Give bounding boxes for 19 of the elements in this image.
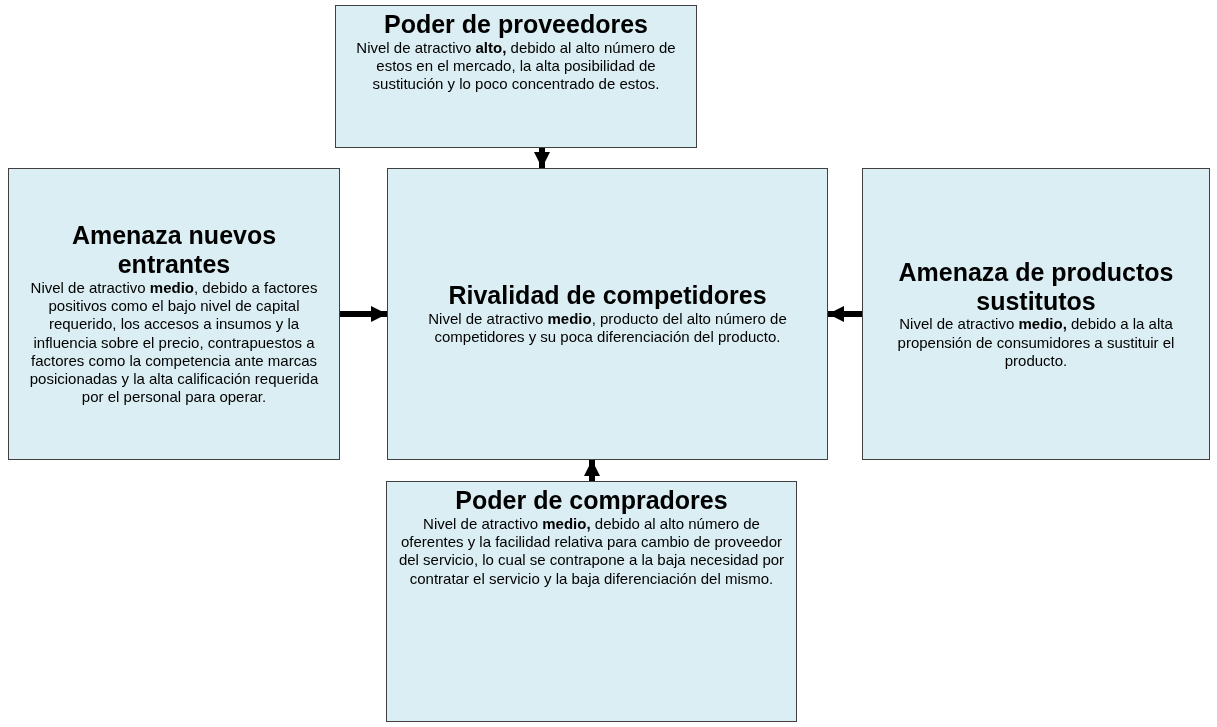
text-box bbox=[387, 168, 828, 460]
box-description: Nivel de atractivo medio, debido al alto número de oferentes y la facilidad relativa para cambio de proveedor del servicio, lo cual se contrapone a la baja necesidad por contratar el servicio y la baja diferenciación del mismo. bbox=[397, 514, 786, 588]
box-description: Nivel de atractivo medio, debido a factores positivos como el bajo nivel de capital requerido, los accesos a insumos y la influencia sobre el precio, contrapuestos a factores como la competencia ante marcas posicionadas y la alta calificación requerida por el personal para operar. bbox=[28, 278, 320, 407]
box-title: Poder de compradores bbox=[455, 486, 728, 515]
box-description: Nivel de atractivo medio, debido a la alta propensión de consumidores a sustituir el producto. bbox=[896, 315, 1176, 371]
box-description: Nivel de atractivo alto, debido al alto número de estos en el mercado, la alta posibilidad de sustitución y lo poco concentrado de estos. bbox=[355, 38, 677, 94]
arrow bbox=[584, 460, 600, 481]
box-title: Poder de proveedores bbox=[384, 10, 648, 39]
text-box bbox=[862, 168, 1210, 460]
text-box bbox=[386, 481, 797, 722]
box-description: Nivel de atractivo medio, producto del alto número de competidores y su poca diferenciación del producto. bbox=[427, 310, 788, 347]
box-title: Amenaza nuevos entrantes bbox=[70, 221, 278, 279]
text-box bbox=[8, 168, 340, 460]
arrow bbox=[534, 148, 550, 168]
text-box bbox=[335, 5, 697, 148]
box-title: Rivalidad de competidores bbox=[448, 281, 767, 311]
arrow bbox=[340, 306, 387, 322]
arrow bbox=[828, 306, 862, 322]
box-title: Amenaza de productos sustitutos bbox=[897, 257, 1175, 316]
